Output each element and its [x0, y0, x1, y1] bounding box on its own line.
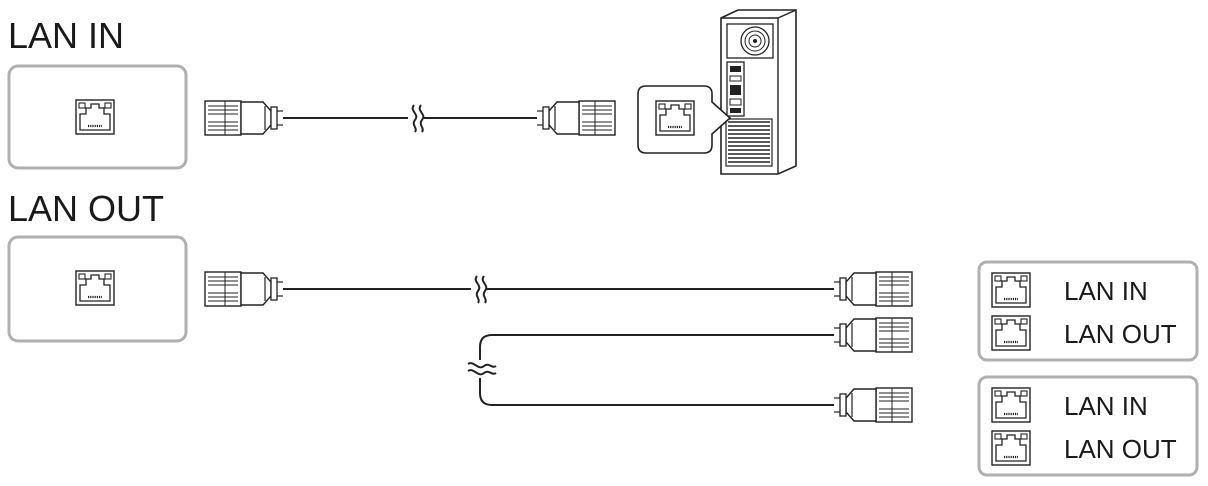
- rj45-plug-icon: [834, 318, 912, 352]
- rj45-port-icon: [990, 429, 1032, 467]
- rj45-port-icon: [990, 271, 1032, 309]
- lan-cable: [479, 378, 834, 406]
- cable-break-icon: [474, 275, 488, 304]
- device-2-lan-out-label: LAN OUT: [1064, 434, 1177, 464]
- lan-out-title: LAN OUT: [8, 188, 164, 229]
- cable-break-icon: [467, 362, 497, 376]
- pc-tower-icon: [720, 9, 797, 175]
- rj45-port-icon: [74, 98, 116, 136]
- lan-cable: [479, 334, 834, 360]
- rj45-plug-icon: [537, 101, 615, 135]
- device-2-lan-in-label: LAN IN: [1064, 391, 1148, 421]
- device-1-lan-in-label: LAN IN: [1064, 276, 1148, 306]
- rj45-plug-icon: [204, 271, 284, 307]
- rj45-plug-icon: [834, 272, 912, 306]
- device-panel-2: [977, 375, 1199, 477]
- rj45-port-icon: [990, 314, 1032, 352]
- cable-break-icon: [411, 104, 425, 133]
- rj45-port-icon: [654, 99, 696, 137]
- device-1-lan-out-label: LAN OUT: [1064, 319, 1177, 349]
- rj45-plug-icon: [834, 388, 912, 422]
- device-panel-1: [977, 260, 1199, 362]
- rj45-port-icon: [990, 386, 1032, 424]
- rj45-port-icon: [74, 269, 116, 307]
- lan-in-title: LAN IN: [8, 15, 124, 56]
- rj45-plug-icon: [204, 100, 284, 136]
